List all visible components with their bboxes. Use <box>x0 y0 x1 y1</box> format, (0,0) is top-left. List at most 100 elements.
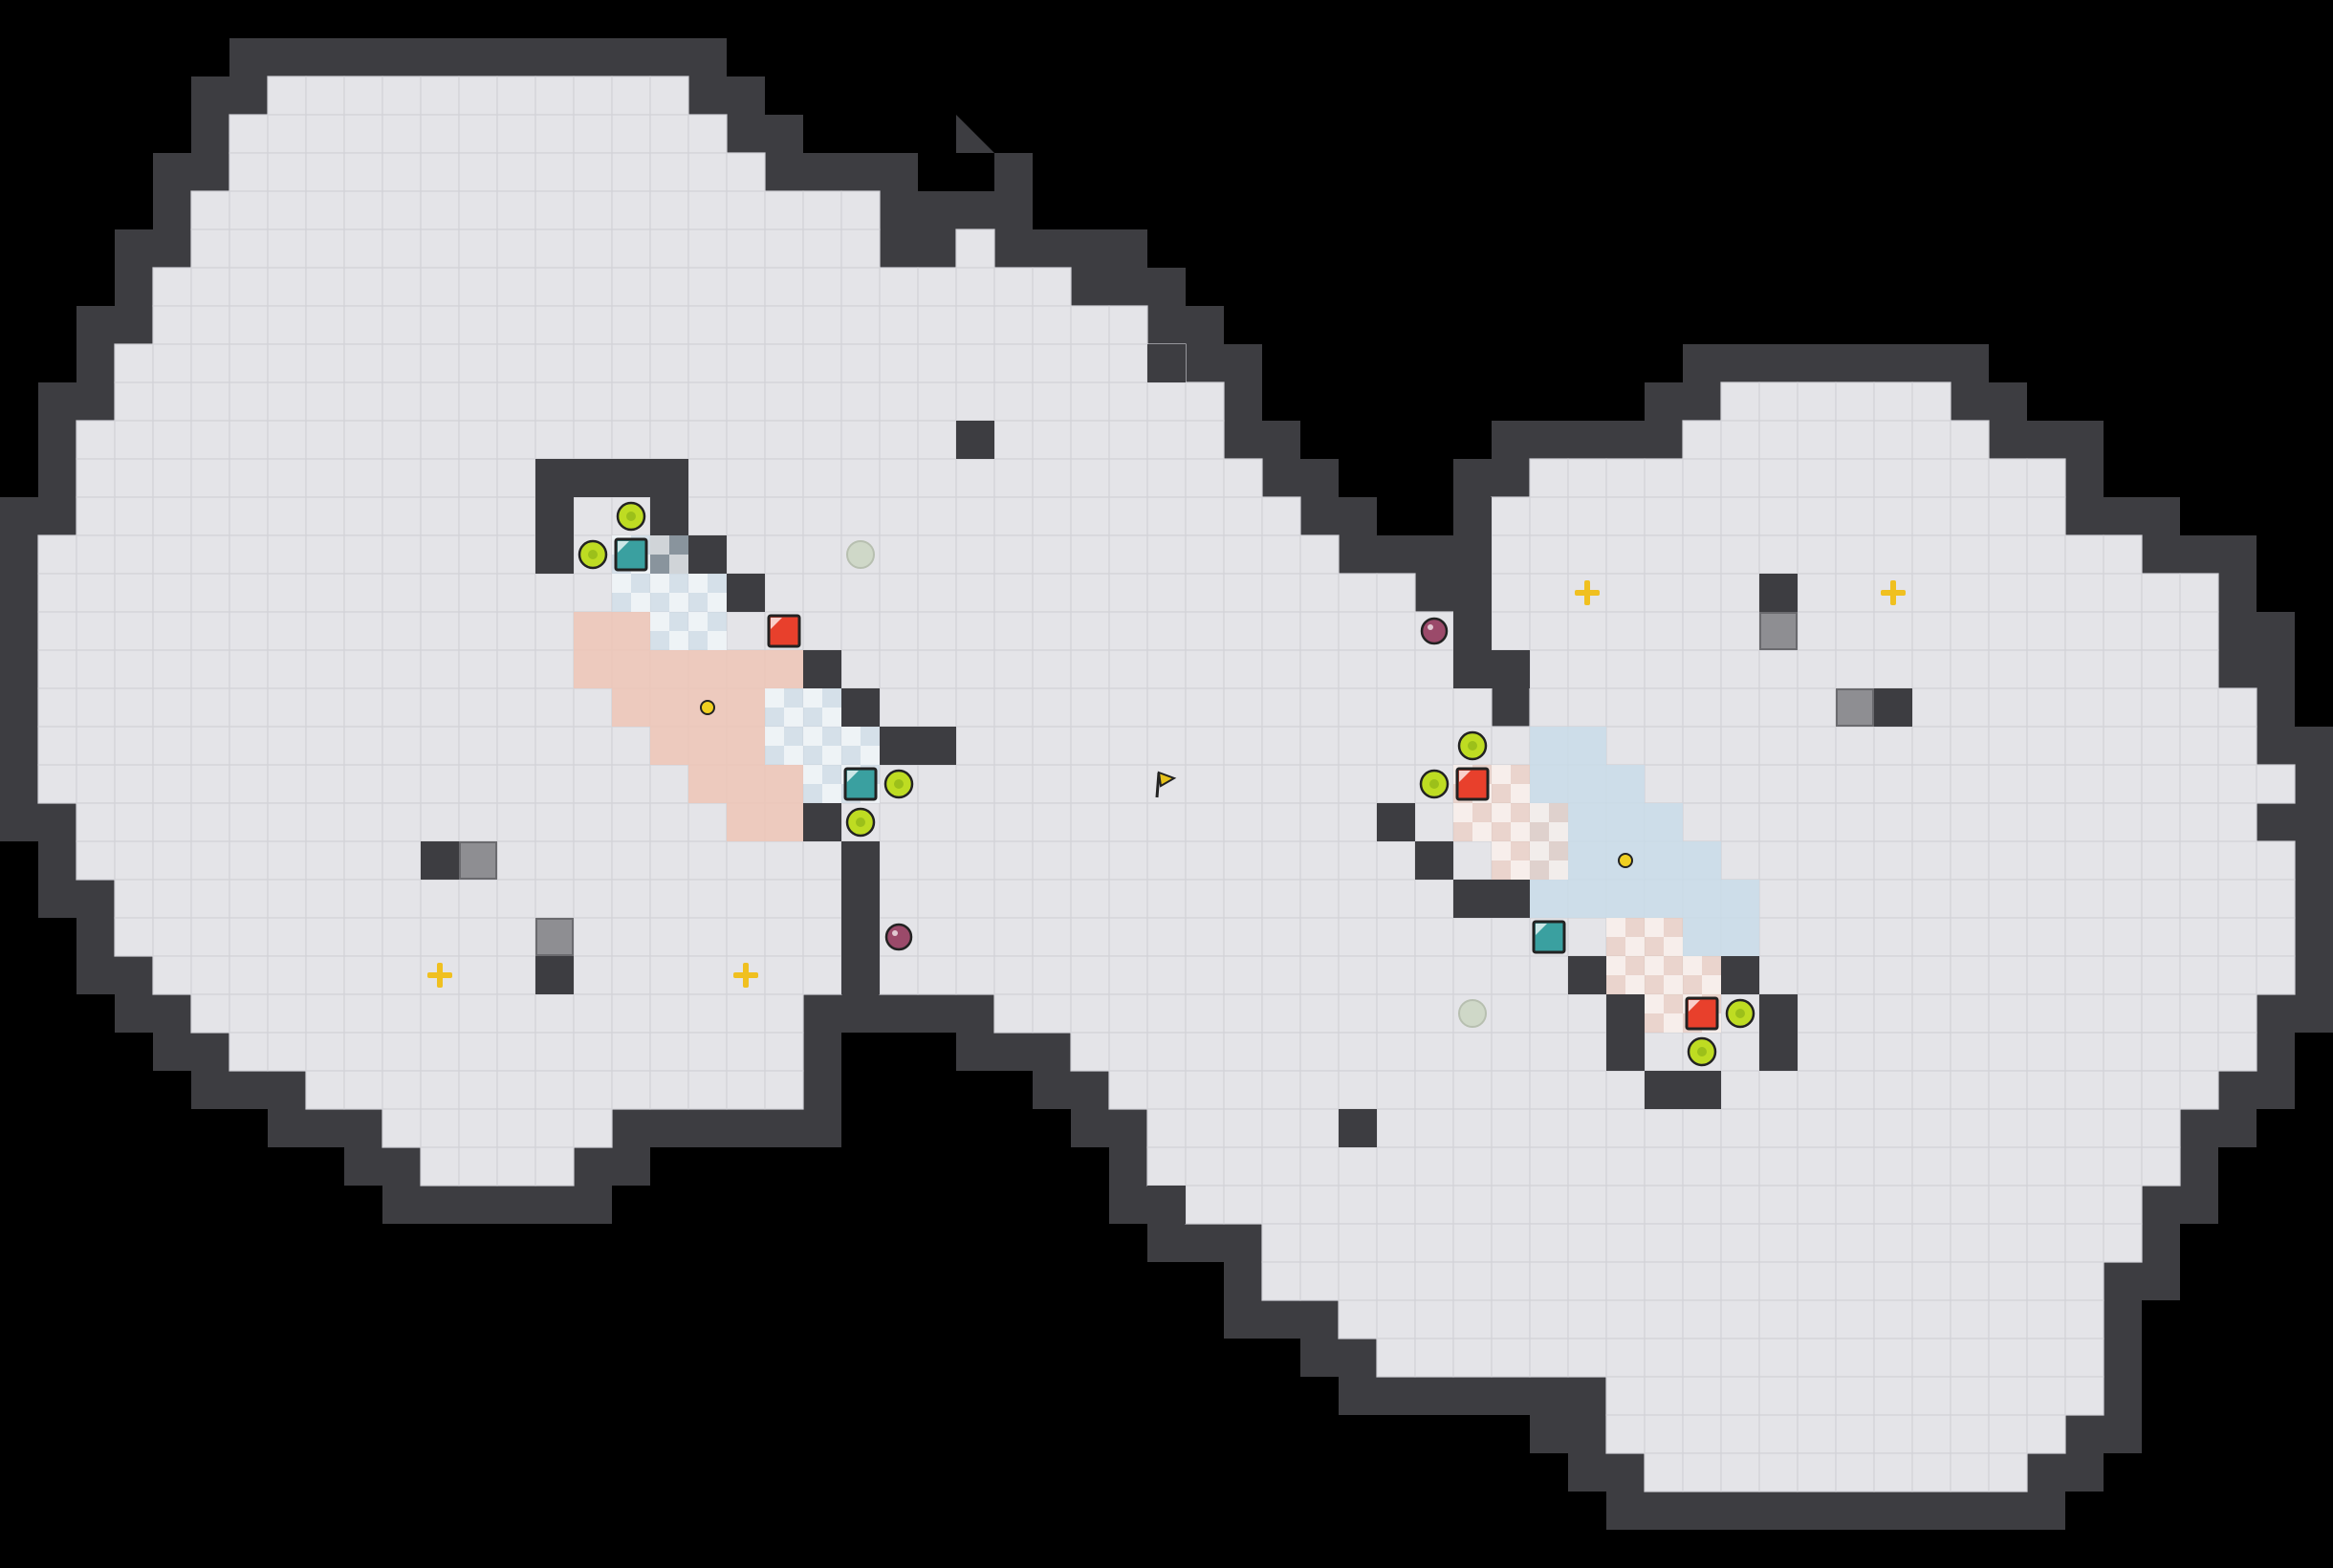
floor-tile <box>534 764 575 804</box>
floor-tile <box>229 840 269 881</box>
small-yellow-dot-icon[interactable] <box>700 700 715 715</box>
floor-tile <box>1376 955 1416 995</box>
floor-tile <box>1835 1032 1875 1072</box>
floor-tile <box>420 229 460 269</box>
red-tile-icon-shine <box>1459 771 1471 782</box>
floor-tile <box>1758 840 1799 881</box>
floor-tile <box>2103 802 2143 842</box>
yellow-flag-icon[interactable] <box>1155 771 1177 798</box>
floor-tile <box>2026 1338 2066 1378</box>
floor-tile <box>2141 802 2181 842</box>
floor-tile <box>267 229 307 269</box>
floor-tile <box>1529 573 1569 613</box>
floor-tile <box>2026 649 2066 689</box>
floor-tile <box>840 649 881 689</box>
floor-tile <box>1261 496 1301 536</box>
floor-tile <box>2217 726 2257 766</box>
red-zone <box>650 727 688 765</box>
floor-tile <box>879 687 919 728</box>
floor-tile <box>1261 1108 1301 1148</box>
floor-tile <box>1835 1338 1875 1378</box>
floor-tile <box>37 573 77 613</box>
floor-tile <box>305 802 345 842</box>
floor-tile <box>917 305 957 345</box>
floor-tile <box>1873 955 1913 995</box>
floor-tile <box>1452 1108 1493 1148</box>
floor-tile <box>1108 611 1148 651</box>
red-tile-icon[interactable] <box>767 614 801 648</box>
floor-tile <box>840 496 881 536</box>
floor-tile <box>420 190 460 230</box>
floor-tile <box>1223 879 1263 919</box>
floor-tile <box>382 879 422 919</box>
floor-tile <box>1032 993 1072 1034</box>
floor-tile <box>534 76 575 116</box>
blue-zone-checker <box>841 727 861 746</box>
floor-tile <box>305 76 345 116</box>
floor-tile <box>1567 1070 1607 1110</box>
floor-tile <box>534 649 575 689</box>
floor-tile <box>496 534 536 575</box>
inner-wall-block <box>803 803 841 841</box>
floor-tile <box>420 267 460 307</box>
inner-wall-block <box>841 688 880 727</box>
floor-tile <box>305 114 345 154</box>
blue-zone <box>1683 918 1721 956</box>
red-zone <box>727 688 765 727</box>
floor-tile <box>343 879 383 919</box>
floor-tile <box>1491 611 1531 651</box>
red-tile-icon[interactable] <box>1685 996 1719 1031</box>
floor-tile <box>1950 573 1990 613</box>
floor-tile <box>879 381 919 422</box>
floor-tile <box>305 305 345 345</box>
teal-tile-icon[interactable] <box>614 537 648 572</box>
floor-tile <box>840 611 881 651</box>
floor-tile <box>1338 879 1378 919</box>
floor-tile <box>1950 840 1990 881</box>
floor-tile <box>1911 687 1951 728</box>
floor-tile <box>420 687 460 728</box>
floor-tile <box>1758 955 1799 995</box>
floor-tile <box>2103 840 2143 881</box>
purple-bomb-icon[interactable] <box>1420 617 1449 645</box>
teal-tile-icon[interactable] <box>1532 920 1566 954</box>
floor-tile <box>1414 802 1454 842</box>
floor-tile <box>2064 1108 2104 1148</box>
floor-tile <box>534 152 575 192</box>
floor-tile <box>1185 1108 1225 1148</box>
floor-tile <box>879 534 919 575</box>
floor-tile <box>1758 1452 1799 1492</box>
teal-tile-icon[interactable] <box>843 767 878 801</box>
floor-tile <box>1682 1414 1722 1454</box>
floor-tile <box>420 1032 460 1072</box>
floor-tile <box>496 458 536 498</box>
floor-tile <box>879 573 919 613</box>
red-zone <box>612 688 650 727</box>
floor-tile <box>229 726 269 766</box>
floor-tile <box>1414 993 1454 1034</box>
floor-tile <box>1146 573 1187 613</box>
red-tile-icon[interactable] <box>1455 767 1490 801</box>
floor-tile <box>1720 726 1760 766</box>
floor-tile <box>1758 726 1799 766</box>
floor-tile <box>1567 649 1607 689</box>
inner-wall-block <box>535 459 574 574</box>
floor-tile <box>1070 764 1110 804</box>
floor-tile <box>1070 993 1110 1034</box>
floor-tile <box>305 496 345 536</box>
floor-tile <box>1758 1299 1799 1339</box>
small-yellow-dot-icon[interactable] <box>1618 853 1633 868</box>
purple-bomb-icon[interactable] <box>884 923 913 951</box>
floor-tile <box>76 496 116 536</box>
floor-tile <box>2103 1070 2143 1110</box>
floor-tile <box>458 955 498 995</box>
floor-tile <box>267 611 307 651</box>
floor-tile <box>1567 458 1607 498</box>
floor-tile <box>496 993 536 1034</box>
floor-tile <box>1605 1223 1646 1263</box>
floor-tile <box>2026 1223 2066 1263</box>
floor-tile <box>726 152 766 192</box>
floor-tile <box>1529 687 1569 728</box>
floor-tile <box>1146 764 1187 804</box>
